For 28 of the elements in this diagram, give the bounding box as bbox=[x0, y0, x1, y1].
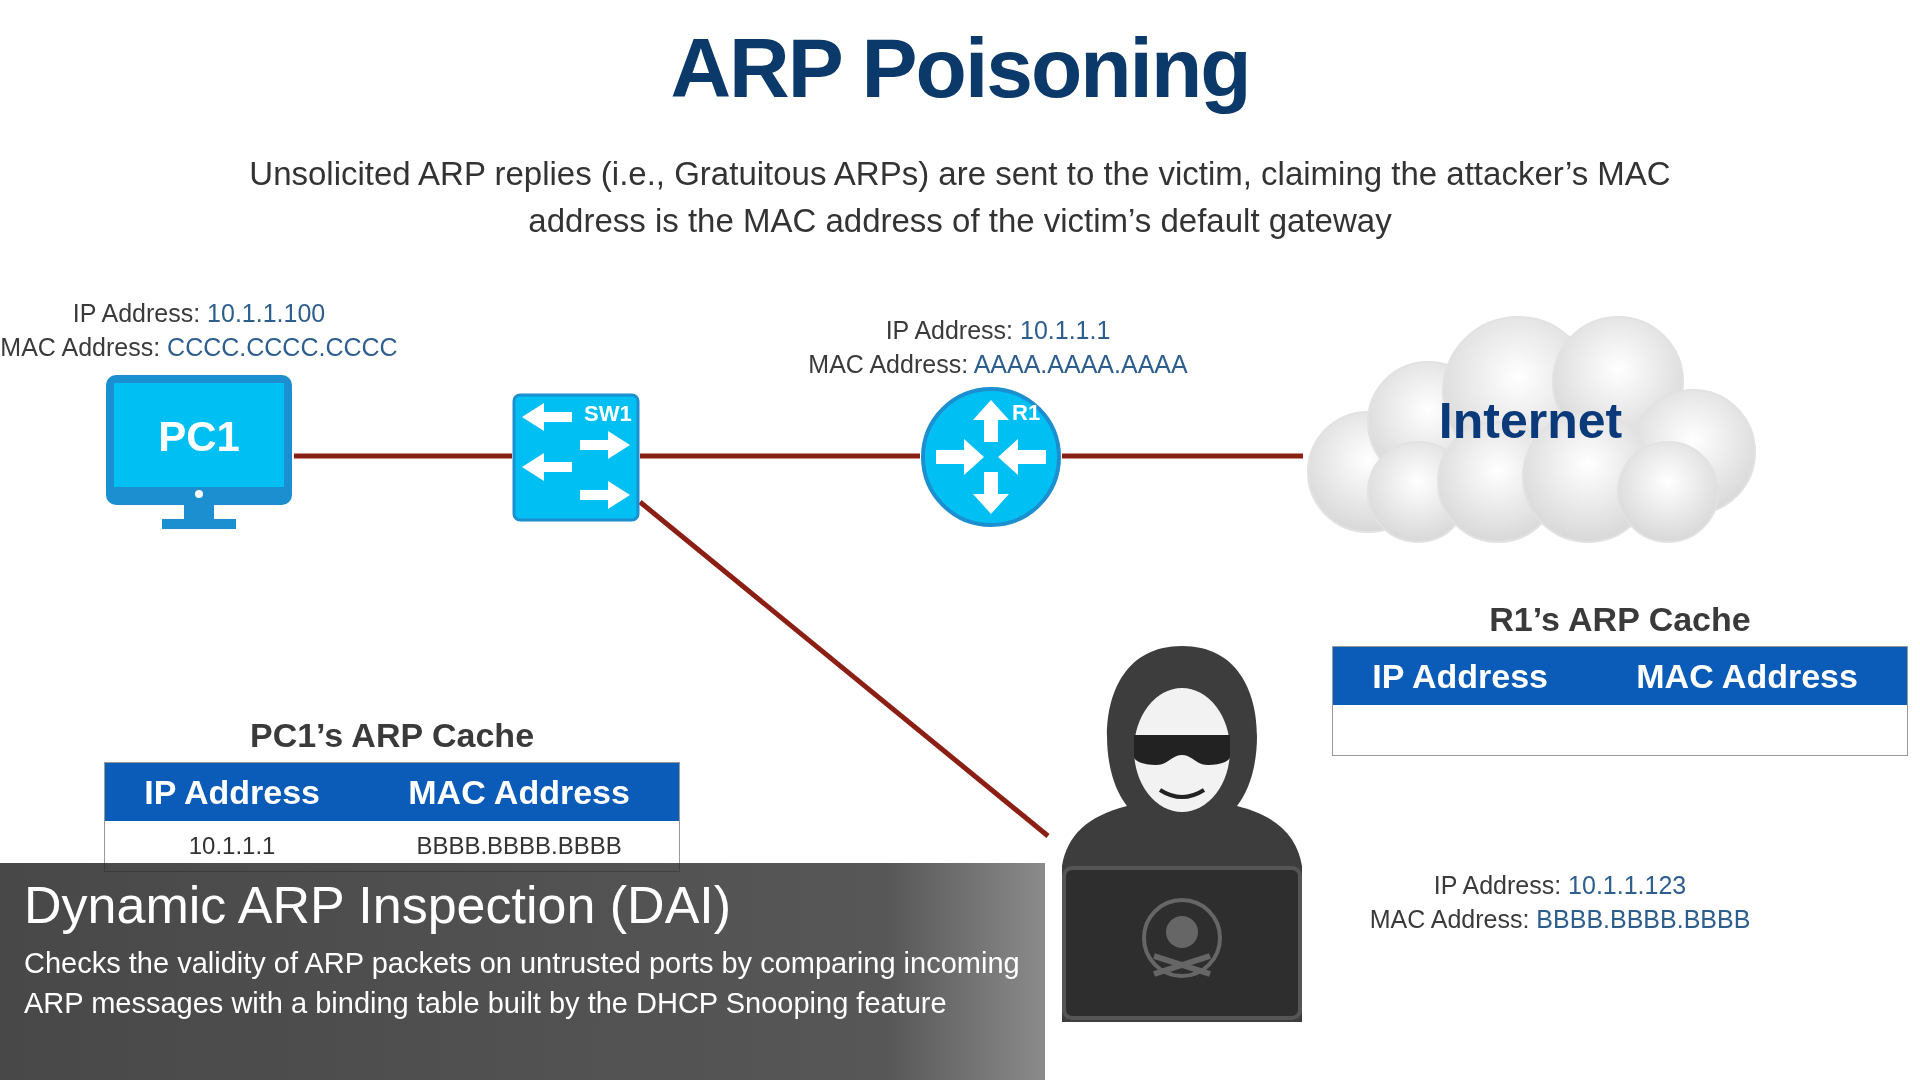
device-label: PC1 bbox=[157, 413, 241, 461]
device-label: R1 bbox=[1012, 400, 1042, 426]
address-text: MAC Address: AAAA.AAAA.AAAA bbox=[807, 349, 1189, 380]
address-text: MAC Address: CCCC.CCCC.CCCC bbox=[0, 332, 399, 363]
network-link bbox=[640, 453, 920, 459]
switch-drawing bbox=[512, 393, 640, 522]
table-title: PC1’s ARP Cache bbox=[248, 716, 536, 755]
device-label: Internet bbox=[1437, 392, 1624, 450]
column-header: MAC Address bbox=[359, 762, 680, 821]
banner-text: Checks the validity of ARP packets on untrusted ports by comparing incoming ARP messages with a binding table built by the DHCP Snooping feature bbox=[24, 946, 1021, 1021]
column-header: IP Address bbox=[1332, 646, 1588, 705]
table-title: R1’s ARP Cache bbox=[1488, 600, 1752, 639]
subtitle-text: Unsolicited ARP replies (i.e., Gratuitous ARPs) are sent to the victim, claiming the attacker’s MAC address is the MAC address of the victim’s default gateway bbox=[248, 154, 1672, 241]
network-link bbox=[1062, 453, 1303, 459]
column-header: MAC Address bbox=[1587, 646, 1908, 705]
device-label: SW1 bbox=[584, 401, 633, 427]
column-header: IP Address bbox=[104, 762, 360, 821]
address-text: IP Address: 10.1.1.100 bbox=[71, 298, 327, 329]
address-text: MAC Address: BBBB.BBBB.BBBB bbox=[1368, 904, 1752, 935]
ip-value: 10.1.1.1 bbox=[104, 821, 360, 872]
network-link bbox=[294, 453, 512, 459]
router-drawing bbox=[920, 386, 1062, 528]
mac-value: BBBB.BBBB.BBBB bbox=[359, 821, 680, 872]
slide-title: ARP Poisoning bbox=[669, 20, 1251, 117]
address-text: IP Address: 10.1.1.1 bbox=[884, 315, 1112, 346]
banner-title: Dynamic ARP Inspection (DAI) bbox=[24, 875, 732, 935]
address-text: IP Address: 10.1.1.123 bbox=[1432, 870, 1688, 901]
network-link bbox=[638, 500, 1050, 838]
